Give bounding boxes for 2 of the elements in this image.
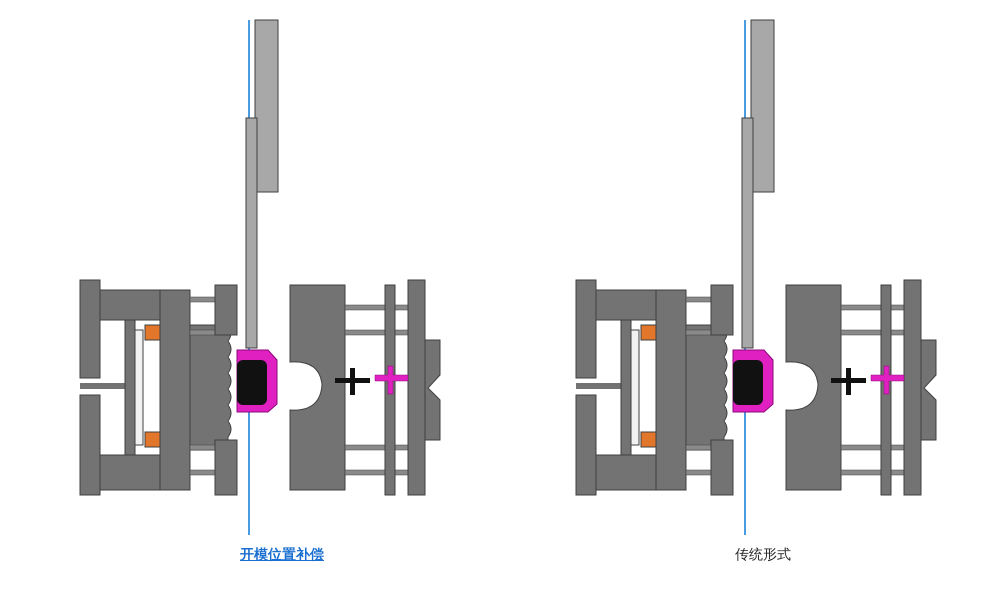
caption-link: 开模位置补偿 bbox=[240, 546, 324, 564]
caption: 传统形式 bbox=[735, 546, 791, 564]
